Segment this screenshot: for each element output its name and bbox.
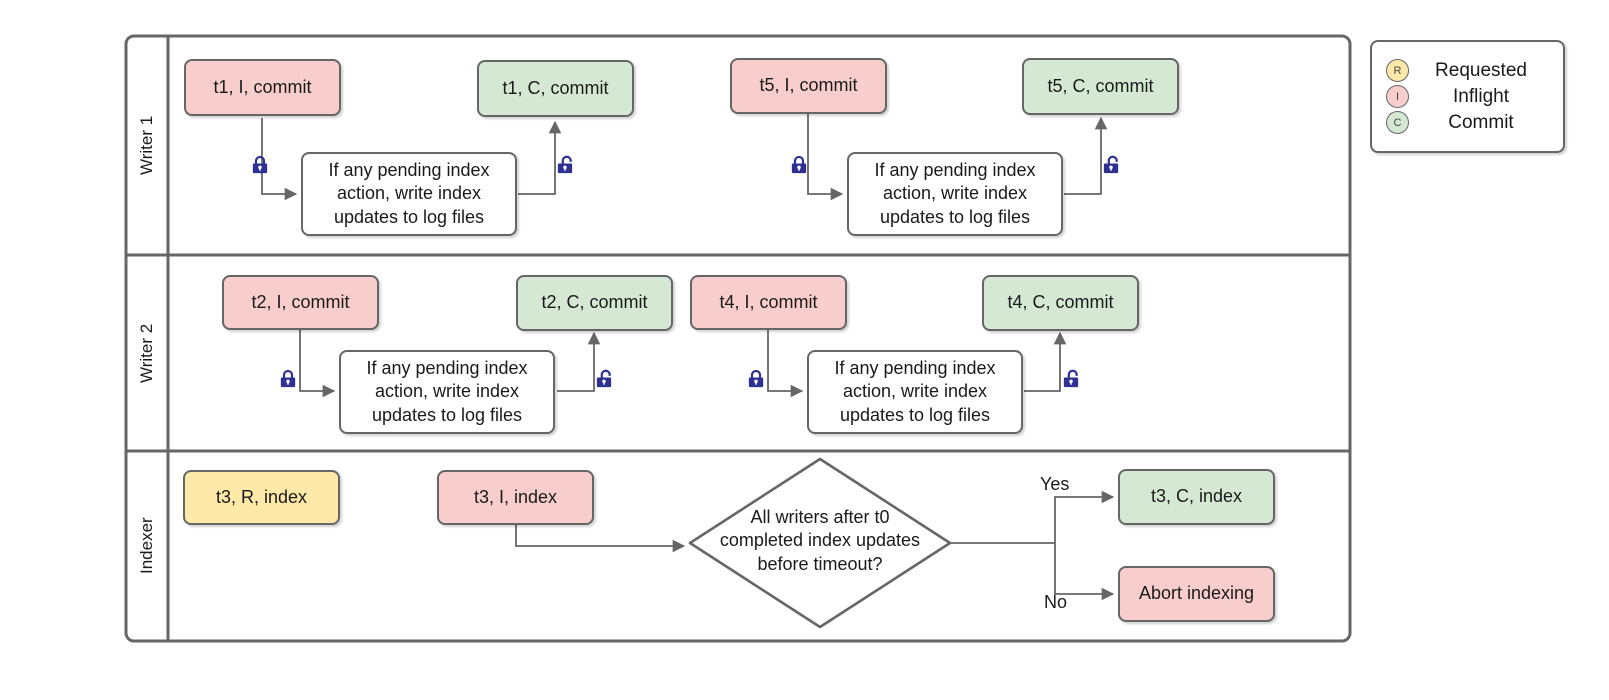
- legend-badge-letter: I: [1395, 90, 1400, 103]
- edge-w2-t4i-to-subproc: [767, 329, 804, 398]
- node-w2-t2-inflight[interactable]: t2, I, commit: [222, 275, 379, 330]
- node-ix-t3-inflight[interactable]: t3, I, index: [437, 470, 594, 525]
- node-label: t5, C, commit: [1047, 75, 1154, 96]
- node-w2-t2-commit[interactable]: t2, C, commit: [516, 275, 673, 331]
- node-label: t3, R, index: [215, 486, 308, 507]
- node-label: If any pending index action, write index…: [366, 357, 528, 425]
- legend-label: Requested: [1435, 59, 1527, 81]
- node-label: If any pending index action, write index…: [834, 357, 996, 425]
- legend-panel: R Requested I Inflight C Commit: [1370, 40, 1565, 153]
- lock-closed-icon: [252, 155, 268, 174]
- legend-badge-letter: R: [1393, 64, 1402, 77]
- lock-open-icon: [1103, 155, 1119, 174]
- edge-w2-subproc-to-t2c: [557, 331, 601, 392]
- node-label: If any pending index action, write index…: [874, 159, 1036, 227]
- node-label: t1, I, commit: [213, 76, 312, 97]
- node-label: t2, I, commit: [251, 291, 350, 312]
- lock-closed-icon: [791, 155, 807, 174]
- lock-open-icon: [596, 369, 612, 388]
- edge-label-text: No: [1044, 592, 1068, 612]
- lane-label-indexer: Indexer: [126, 451, 168, 641]
- node-w1-subprocess-2[interactable]: If any pending index action, write index…: [847, 152, 1063, 236]
- lock-closed-icon: [280, 369, 296, 388]
- lane-label-writer-1: Writer 1: [126, 36, 168, 255]
- node-w1-subprocess-1[interactable]: If any pending index action, write index…: [301, 152, 517, 236]
- legend-label: Commit: [1448, 111, 1514, 133]
- status-badge-requested-icon: R: [1386, 59, 1409, 82]
- edge-w1-subproc2-to-t5c: [1064, 116, 1108, 195]
- node-ix-t3-requested[interactable]: t3, R, index: [183, 470, 340, 525]
- legend-item-requested: R Requested: [1386, 58, 1549, 84]
- node-w2-t4-inflight[interactable]: t4, I, commit: [690, 275, 847, 330]
- legend-label: Inflight: [1453, 85, 1509, 107]
- node-label: t5, I, commit: [759, 75, 858, 96]
- edge-ix-t3i-to-decision: [515, 525, 686, 553]
- status-badge-commit-icon: C: [1386, 111, 1409, 134]
- node-label: If any pending index action, write index…: [328, 159, 490, 227]
- lane-label-text: Writer 1: [137, 115, 156, 176]
- legend-item-inflight: I Inflight: [1386, 84, 1549, 110]
- node-w2-subprocess-2[interactable]: If any pending index action, write index…: [807, 350, 1023, 434]
- node-label: t3, I, index: [473, 486, 558, 507]
- lock-open-icon: [557, 155, 573, 174]
- edge-label-no: No: [1044, 592, 1067, 613]
- lock-closed-icon: [748, 369, 764, 388]
- decision-text-line-3: before timeout?: [757, 553, 883, 574]
- status-badge-inflight-icon: I: [1386, 85, 1409, 108]
- lock-open-icon: [1063, 369, 1079, 388]
- decision-text-line-2: completed index updates: [719, 530, 921, 551]
- edge-label-text: Yes: [1040, 474, 1070, 494]
- legend-item-commit: C Commit: [1386, 110, 1549, 136]
- node-w1-t5-inflight[interactable]: t5, I, commit: [730, 58, 887, 114]
- edge-w2-subproc2-to-t4c: [1024, 331, 1067, 392]
- node-w2-subprocess-1[interactable]: If any pending index action, write index…: [339, 350, 555, 434]
- node-label: t4, C, commit: [1007, 292, 1114, 313]
- decision-text: All writers after t0 completed index upd…: [690, 506, 950, 576]
- legend-badge-letter: C: [1393, 116, 1402, 129]
- edge-w2-t2i-to-subproc: [299, 329, 336, 398]
- legend-rows: R Requested I Inflight C Commit: [1372, 42, 1563, 151]
- edge-w1-subproc-to-t1c: [518, 120, 562, 195]
- decision-text-line-1: All writers after t0: [750, 507, 890, 527]
- edge-w1-t1i-to-subproc: [261, 118, 298, 201]
- node-w1-t1-commit[interactable]: t1, C, commit: [477, 60, 634, 117]
- node-w1-t5-commit[interactable]: t5, C, commit: [1022, 58, 1179, 115]
- node-label: t1, C, commit: [502, 77, 609, 98]
- edge-decision-yes: [950, 490, 1115, 544]
- node-ix-t3-commit[interactable]: t3, C, index: [1118, 469, 1275, 525]
- edge-label-yes: Yes: [1040, 474, 1069, 495]
- node-label: t3, C, index: [1150, 486, 1243, 507]
- node-label: t4, I, commit: [719, 291, 818, 312]
- edge-decision-no: [1054, 543, 1115, 601]
- lane-label-text: Writer 2: [137, 323, 156, 383]
- edge-w1-t5i-to-subproc: [807, 113, 844, 201]
- node-label: t2, C, commit: [541, 292, 648, 313]
- node-label: Abort indexing: [1138, 583, 1255, 604]
- node-ix-abort-indexing[interactable]: Abort indexing: [1118, 566, 1275, 622]
- node-w2-t4-commit[interactable]: t4, C, commit: [982, 275, 1139, 331]
- lane-label-text: Indexer: [137, 517, 156, 575]
- node-w1-t1-inflight[interactable]: t1, I, commit: [184, 59, 341, 116]
- lane-label-writer-2: Writer 2: [126, 255, 168, 451]
